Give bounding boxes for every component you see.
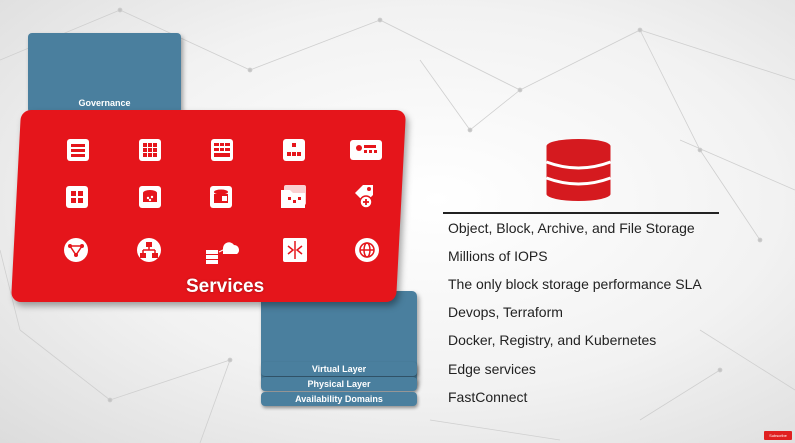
- cloud-server-icon: [201, 234, 241, 266]
- availability-domains-bar: Availability Domains: [261, 392, 417, 406]
- governance-label: Governance: [78, 98, 131, 108]
- feature-item: Edge services: [448, 361, 536, 377]
- tag-icon: [351, 183, 381, 211]
- governance-block: Governance: [28, 33, 181, 113]
- server-icon: [65, 138, 91, 162]
- database-icon: [137, 185, 163, 209]
- folder-icon: [279, 183, 309, 211]
- load-balancer-icon: [282, 238, 308, 262]
- physical-layer-bar: Physical Layer: [261, 377, 417, 391]
- database-stack-icon: [545, 139, 612, 201]
- globe-icon: [354, 238, 380, 262]
- storage-icon: [208, 185, 234, 209]
- feature-item: The only block storage performance SLA: [448, 276, 702, 292]
- feature-item: FastConnect: [448, 389, 528, 405]
- network-icon: [63, 238, 89, 262]
- infrastructure-layer-stack: Virtual Layer Physical Layer Availabilit…: [259, 291, 419, 408]
- feature-item: Devops, Terraform: [448, 304, 563, 320]
- console-icon: [349, 138, 383, 162]
- feature-item: Docker, Registry, and Kubernetes: [448, 332, 657, 348]
- services-title: Services: [186, 276, 265, 297]
- virtual-layer-bar: Virtual Layer: [261, 362, 417, 376]
- nodes-icon: [281, 138, 307, 162]
- compute-icon: [64, 185, 90, 209]
- subscribe-button[interactable]: Subscribe: [764, 431, 792, 440]
- feature-divider: [443, 212, 719, 214]
- table-icon: [209, 138, 235, 162]
- hierarchy-icon: [136, 238, 162, 262]
- feature-item: Millions of IOPS: [448, 248, 548, 264]
- grid-icon: [137, 138, 163, 162]
- feature-item: Object, Block, Archive, and File Storage: [448, 220, 695, 236]
